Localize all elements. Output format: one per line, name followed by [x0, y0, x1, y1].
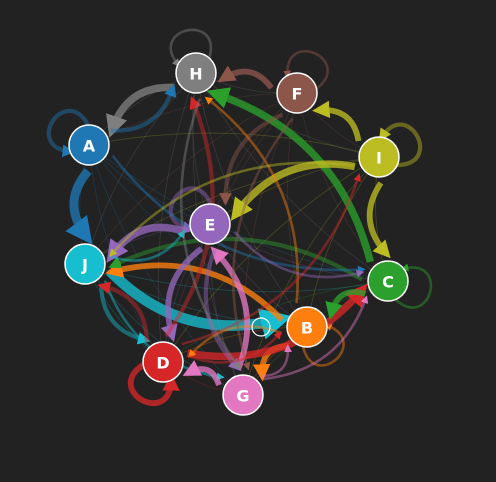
thin-edge-e-g [209, 223, 244, 396]
edge-e-to-d [160, 246, 204, 343]
edge-a-to-j [65, 168, 93, 245]
edge-f-to-h [217, 65, 274, 90]
edge-i-to-i [378, 122, 423, 168]
node-h[interactable]: H [175, 52, 217, 94]
node-f[interactable]: F [276, 72, 318, 114]
node-j[interactable]: J [64, 243, 106, 285]
node-circle-h [175, 52, 217, 94]
edge-e-to-c [233, 231, 365, 279]
node-i[interactable]: I [358, 136, 400, 178]
edge-c-to-h [206, 87, 374, 263]
node-circle-e [189, 203, 231, 245]
thin-edge-f-j [84, 92, 298, 265]
node-e[interactable]: E [189, 203, 231, 245]
edge-d-to-b [187, 331, 282, 364]
node-b[interactable]: B [286, 306, 328, 348]
edge-g-to-d [182, 360, 222, 387]
edge-f-to-g [231, 117, 294, 371]
edge-e-to-g [203, 248, 242, 372]
edge-f-to-e [219, 112, 284, 206]
edge-i-to-c [366, 181, 391, 259]
node-circle-i [358, 136, 400, 178]
edge-j-to-g [103, 280, 225, 381]
edge-a-to-c [111, 154, 366, 274]
node-label-c: C [382, 273, 394, 292]
edge-b-to-b [301, 323, 345, 367]
thin-edge-a-c [88, 144, 389, 282]
edge-e-to-e [168, 186, 213, 234]
edge-g-to-c [263, 295, 369, 381]
edge-h-to-h [169, 28, 213, 67]
edge-g-to-b [260, 344, 292, 378]
node-label-i: I [376, 149, 382, 168]
node-circle-b [286, 306, 328, 348]
thin-edge-i-g [242, 156, 380, 396]
node-label-j: J [81, 256, 88, 275]
edge-d-to-j [97, 281, 149, 342]
node-c[interactable]: C [367, 260, 409, 302]
node-circle-d [142, 341, 184, 383]
edge-b-to-d [188, 325, 283, 358]
thin-edge-e-c [209, 223, 389, 282]
edge-j-to-b [106, 267, 293, 340]
node-label-d: D [156, 354, 169, 373]
edge-d-to-d [127, 362, 180, 407]
edge-h-to-g [180, 98, 241, 370]
edges-layer [46, 28, 433, 407]
edge-j-to-e [109, 229, 186, 262]
node-a[interactable]: A [68, 124, 110, 166]
edge-b-to-j [105, 260, 285, 322]
edge-d-to-c [186, 283, 368, 361]
thin-edge-h-j [84, 72, 197, 265]
thin-edge-i-d [162, 156, 380, 363]
edge-a-to-h [110, 83, 177, 133]
node-label-e: E [205, 216, 216, 235]
thin-edge-i-b [306, 156, 380, 328]
node-label-f: F [292, 85, 303, 104]
edge-e-to-j [106, 223, 187, 263]
node-label-h: H [189, 65, 202, 84]
edge-d-to-i [181, 173, 361, 346]
node-circle-a [68, 124, 110, 166]
thin-edge-f-b [287, 92, 308, 328]
edge-c-to-c [394, 263, 433, 309]
thin-edge-h-d [157, 72, 197, 363]
thin-edge-i-a [88, 132, 380, 158]
node-label-b: B [301, 319, 313, 338]
nodes-layer: A B C D E F G H I J [64, 52, 409, 416]
edge-c-to-b [325, 289, 367, 320]
thin-edge-a-g [88, 144, 244, 396]
edge-b-to-h [204, 96, 299, 304]
edge-i-to-f [312, 100, 362, 142]
node-label-g: G [236, 387, 249, 406]
hollow-node-marker [251, 317, 271, 337]
node-label-a: A [83, 137, 96, 156]
node-g[interactable]: G [222, 374, 264, 416]
edge-i-to-e [230, 160, 356, 221]
edge-f-to-f [283, 49, 329, 90]
thin-edge-i-e [209, 156, 380, 225]
edge-i-to-j [109, 161, 355, 257]
node-circle-c [367, 260, 409, 302]
edge-c-to-j [108, 236, 364, 282]
edge-g-to-e [210, 246, 251, 371]
node-circle-g [222, 374, 264, 416]
node-circle-j [64, 243, 106, 285]
node-d[interactable]: D [142, 341, 184, 383]
edge-a-to-a [46, 108, 90, 157]
node-circle-f [276, 72, 318, 114]
